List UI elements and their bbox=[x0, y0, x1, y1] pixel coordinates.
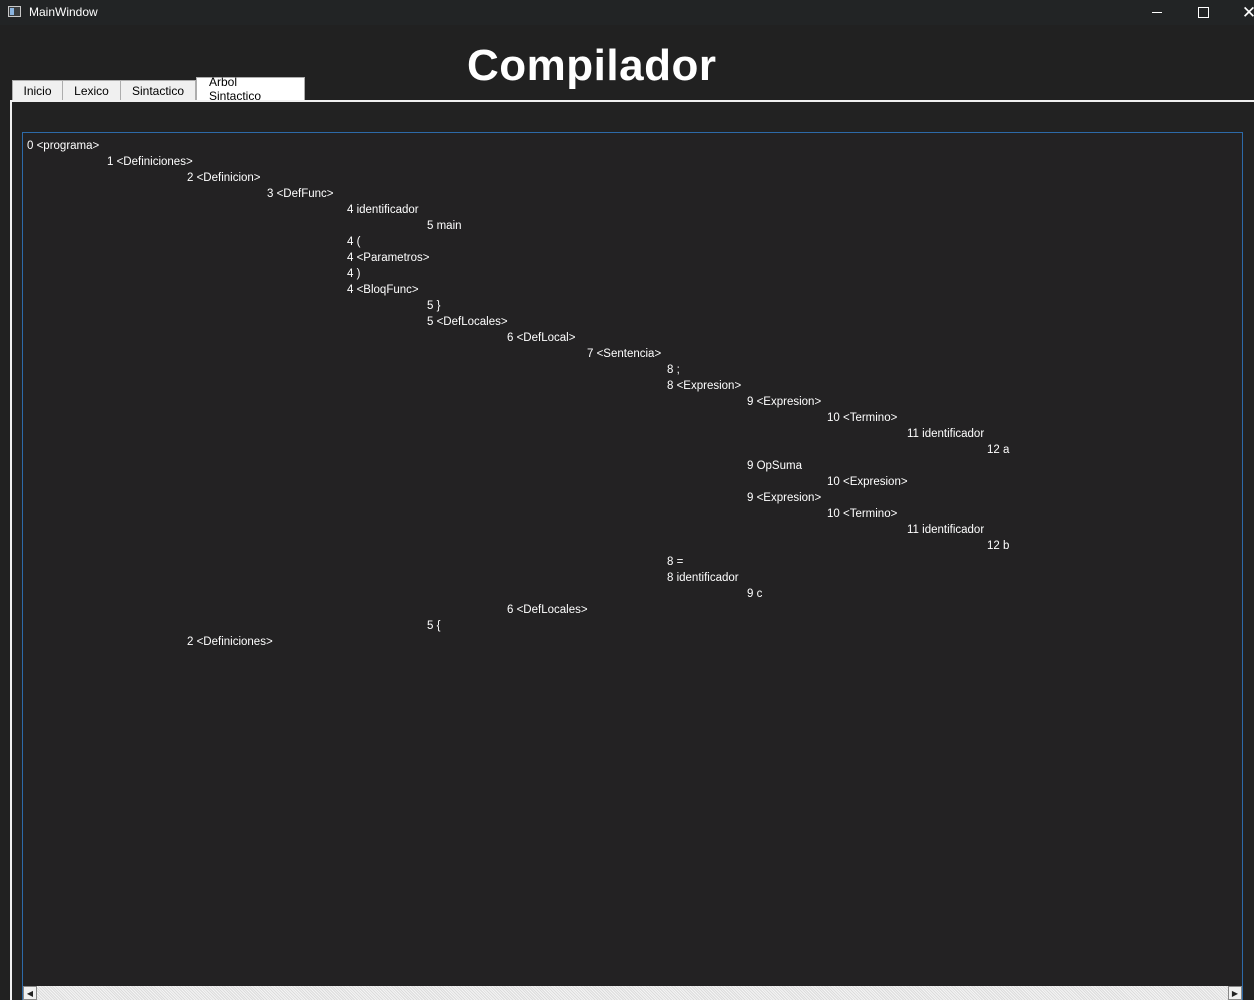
syntax-tree-view[interactable]: 0 <programa> 1 <Definiciones> 2 <Definicio… bbox=[22, 132, 1243, 1000]
arrow-right-icon[interactable]: ▶ bbox=[1228, 986, 1242, 1000]
page-title: Compilador bbox=[467, 41, 717, 90]
tree-node: 2 <Definiciones> bbox=[187, 636, 273, 648]
tree-node: 4 <BloqFunc> bbox=[347, 284, 419, 296]
tree-node: 11 identificador bbox=[907, 428, 985, 440]
arrow-left-icon[interactable]: ◀ bbox=[23, 986, 37, 1000]
tree-node: 10 <Termino> bbox=[827, 412, 898, 424]
tree-node: 5 } bbox=[427, 300, 441, 312]
tree-node: 4 identificador bbox=[347, 204, 419, 216]
tree-node: 0 <programa> bbox=[27, 140, 100, 152]
tree-node: 6 <DefLocales> bbox=[507, 604, 588, 616]
tab-lexico[interactable]: Lexico bbox=[63, 80, 121, 100]
tab-sintactico[interactable]: Sintactico bbox=[121, 80, 196, 100]
close-button[interactable]: ✕ bbox=[1226, 0, 1254, 25]
tree-node: 9 OpSuma bbox=[747, 460, 802, 472]
tree-node: 6 <DefLocal> bbox=[507, 332, 576, 344]
tree-node: 8 = bbox=[667, 556, 684, 568]
tree-node: 5 { bbox=[427, 620, 441, 632]
tab-bar: Inicio Lexico Sintactico Arbol Sintactic… bbox=[12, 75, 305, 103]
minimize-button[interactable] bbox=[1134, 0, 1180, 25]
tree-node: 9 c bbox=[747, 588, 763, 600]
tree-node: 8 ; bbox=[667, 364, 680, 376]
tree-node: 9 <Expresion> bbox=[747, 492, 822, 504]
app-window-icon bbox=[8, 6, 21, 17]
tree-node: 4 ) bbox=[347, 268, 361, 280]
tree-node: 7 <Sentencia> bbox=[587, 348, 662, 360]
horizontal-scrollbar[interactable]: ◀ ▶ bbox=[23, 986, 1242, 1000]
tree-node: 3 <DefFunc> bbox=[267, 188, 334, 200]
maximize-button[interactable] bbox=[1180, 0, 1226, 25]
minimize-icon bbox=[1152, 12, 1162, 13]
tree-node: 4 <Parametros> bbox=[347, 252, 430, 264]
tree-node: 2 <Definicion> bbox=[187, 172, 261, 184]
tree-node: 12 b bbox=[987, 540, 1010, 552]
tree-node: 12 a bbox=[987, 444, 1010, 456]
title-bar: MainWindow ✕ bbox=[0, 0, 1254, 25]
tree-node: 10 <Expresion> bbox=[827, 476, 908, 488]
tree-node: 1 <Definiciones> bbox=[107, 156, 193, 168]
window-title: MainWindow bbox=[29, 5, 98, 19]
tree-node: 11 identificador bbox=[907, 524, 985, 536]
tree-node: 9 <Expresion> bbox=[747, 396, 822, 408]
tree-node: 5 <DefLocales> bbox=[427, 316, 508, 328]
tab-inicio[interactable]: Inicio bbox=[12, 80, 63, 100]
maximize-icon bbox=[1197, 7, 1209, 18]
tree-node: 8 <Expresion> bbox=[667, 380, 742, 392]
tree-node: 5 main bbox=[427, 220, 462, 232]
tab-arbol-sintactico[interactable]: Arbol Sintactico bbox=[196, 75, 305, 103]
close-icon: ✕ bbox=[1241, 3, 1254, 22]
tree-node: 4 ( bbox=[347, 236, 361, 248]
tree-node: 8 identificador bbox=[667, 572, 739, 584]
tree-node: 10 <Termino> bbox=[827, 508, 898, 520]
